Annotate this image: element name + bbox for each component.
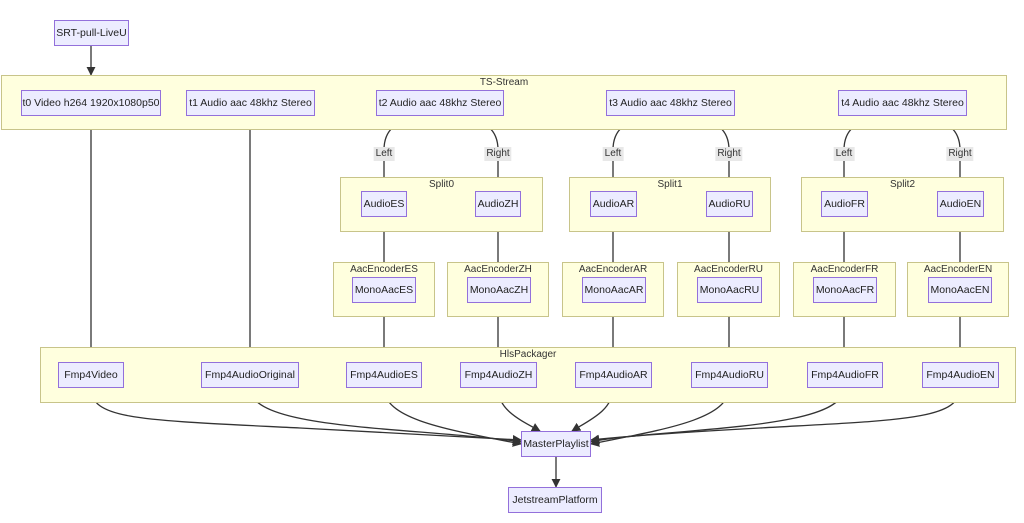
node-jetstream-platform[interactable]: JetstreamPlatform <box>508 487 602 513</box>
node-t4-audio[interactable]: t4 Audio aac 48khz Stereo <box>838 90 967 116</box>
node-mono-aac-zh[interactable]: MonoAacZH <box>467 277 531 303</box>
node-fmp4-audio-es[interactable]: Fmp4AudioES <box>346 362 422 388</box>
cluster-aac-encoder-ar-title: AacEncoderAR <box>578 264 648 275</box>
cluster-aac-encoder-en-title: AacEncoderEN <box>923 264 993 275</box>
cluster-split0-title: Split0 <box>428 179 454 190</box>
node-fmp4-audio-original[interactable]: Fmp4AudioOriginal <box>201 362 299 388</box>
node-t0-video[interactable]: t0 Video h264 1920x1080p50 <box>21 90 161 116</box>
cluster-aac-encoder-es-title: AacEncoderES <box>350 264 418 275</box>
cluster-aac-encoder-ru-title: AacEncoderRU <box>694 264 763 275</box>
node-mono-aac-ru[interactable]: MonoAacRU <box>697 277 762 303</box>
node-audio-es[interactable]: AudioES <box>361 191 407 217</box>
cluster-split2-title: Split2 <box>889 179 915 190</box>
node-t3-audio[interactable]: t3 Audio aac 48khz Stereo <box>606 90 735 116</box>
cluster-ts-stream-title: TS-Stream <box>479 77 529 88</box>
node-fmp4-audio-fr[interactable]: Fmp4AudioFR <box>807 362 883 388</box>
node-audio-ru[interactable]: AudioRU <box>706 191 753 217</box>
node-t1-audio[interactable]: t1 Audio aac 48khz Stereo <box>186 90 315 116</box>
node-fmp4-audio-zh[interactable]: Fmp4AudioZH <box>460 362 537 388</box>
edge-label-right-t3: Right <box>715 147 743 161</box>
node-audio-ar[interactable]: AudioAR <box>590 191 637 217</box>
node-audio-fr[interactable]: AudioFR <box>821 191 868 217</box>
edge-fmp4-en-to-master <box>590 387 961 444</box>
edge-label-right-t4: Right <box>946 147 974 161</box>
node-fmp4-audio-ru[interactable]: Fmp4AudioRU <box>691 362 768 388</box>
node-master-playlist[interactable]: MasterPlaylist <box>521 431 591 457</box>
cluster-split1-title: Split1 <box>657 179 683 190</box>
node-t2-audio[interactable]: t2 Audio aac 48khz Stereo <box>376 90 504 116</box>
node-mono-aac-en[interactable]: MonoAacEN <box>928 277 992 303</box>
node-fmp4-video[interactable]: Fmp4Video <box>58 362 124 388</box>
edge-label-right-t2: Right <box>484 147 512 161</box>
edge-label-left-t2: Left <box>373 147 395 161</box>
node-fmp4-audio-en[interactable]: Fmp4AudioEN <box>922 362 999 388</box>
edge-label-left-t3: Left <box>602 147 624 161</box>
node-audio-zh[interactable]: AudioZH <box>475 191 521 217</box>
node-fmp4-audio-ar[interactable]: Fmp4AudioAR <box>575 362 652 388</box>
node-mono-aac-es[interactable]: MonoAacES <box>352 277 416 303</box>
node-mono-aac-ar[interactable]: MonoAacAR <box>582 277 646 303</box>
node-audio-en[interactable]: AudioEN <box>937 191 984 217</box>
edge-label-left-t4: Left <box>833 147 855 161</box>
cluster-aac-encoder-zh-title: AacEncoderZH <box>464 264 532 275</box>
node-srt-pull-liveu[interactable]: SRT-pull-LiveU <box>54 20 129 46</box>
cluster-hls-packager-title: HlsPackager <box>499 349 557 360</box>
cluster-aac-encoder-fr-title: AacEncoderFR <box>810 264 879 275</box>
node-mono-aac-fr[interactable]: MonoAacFR <box>813 277 877 303</box>
